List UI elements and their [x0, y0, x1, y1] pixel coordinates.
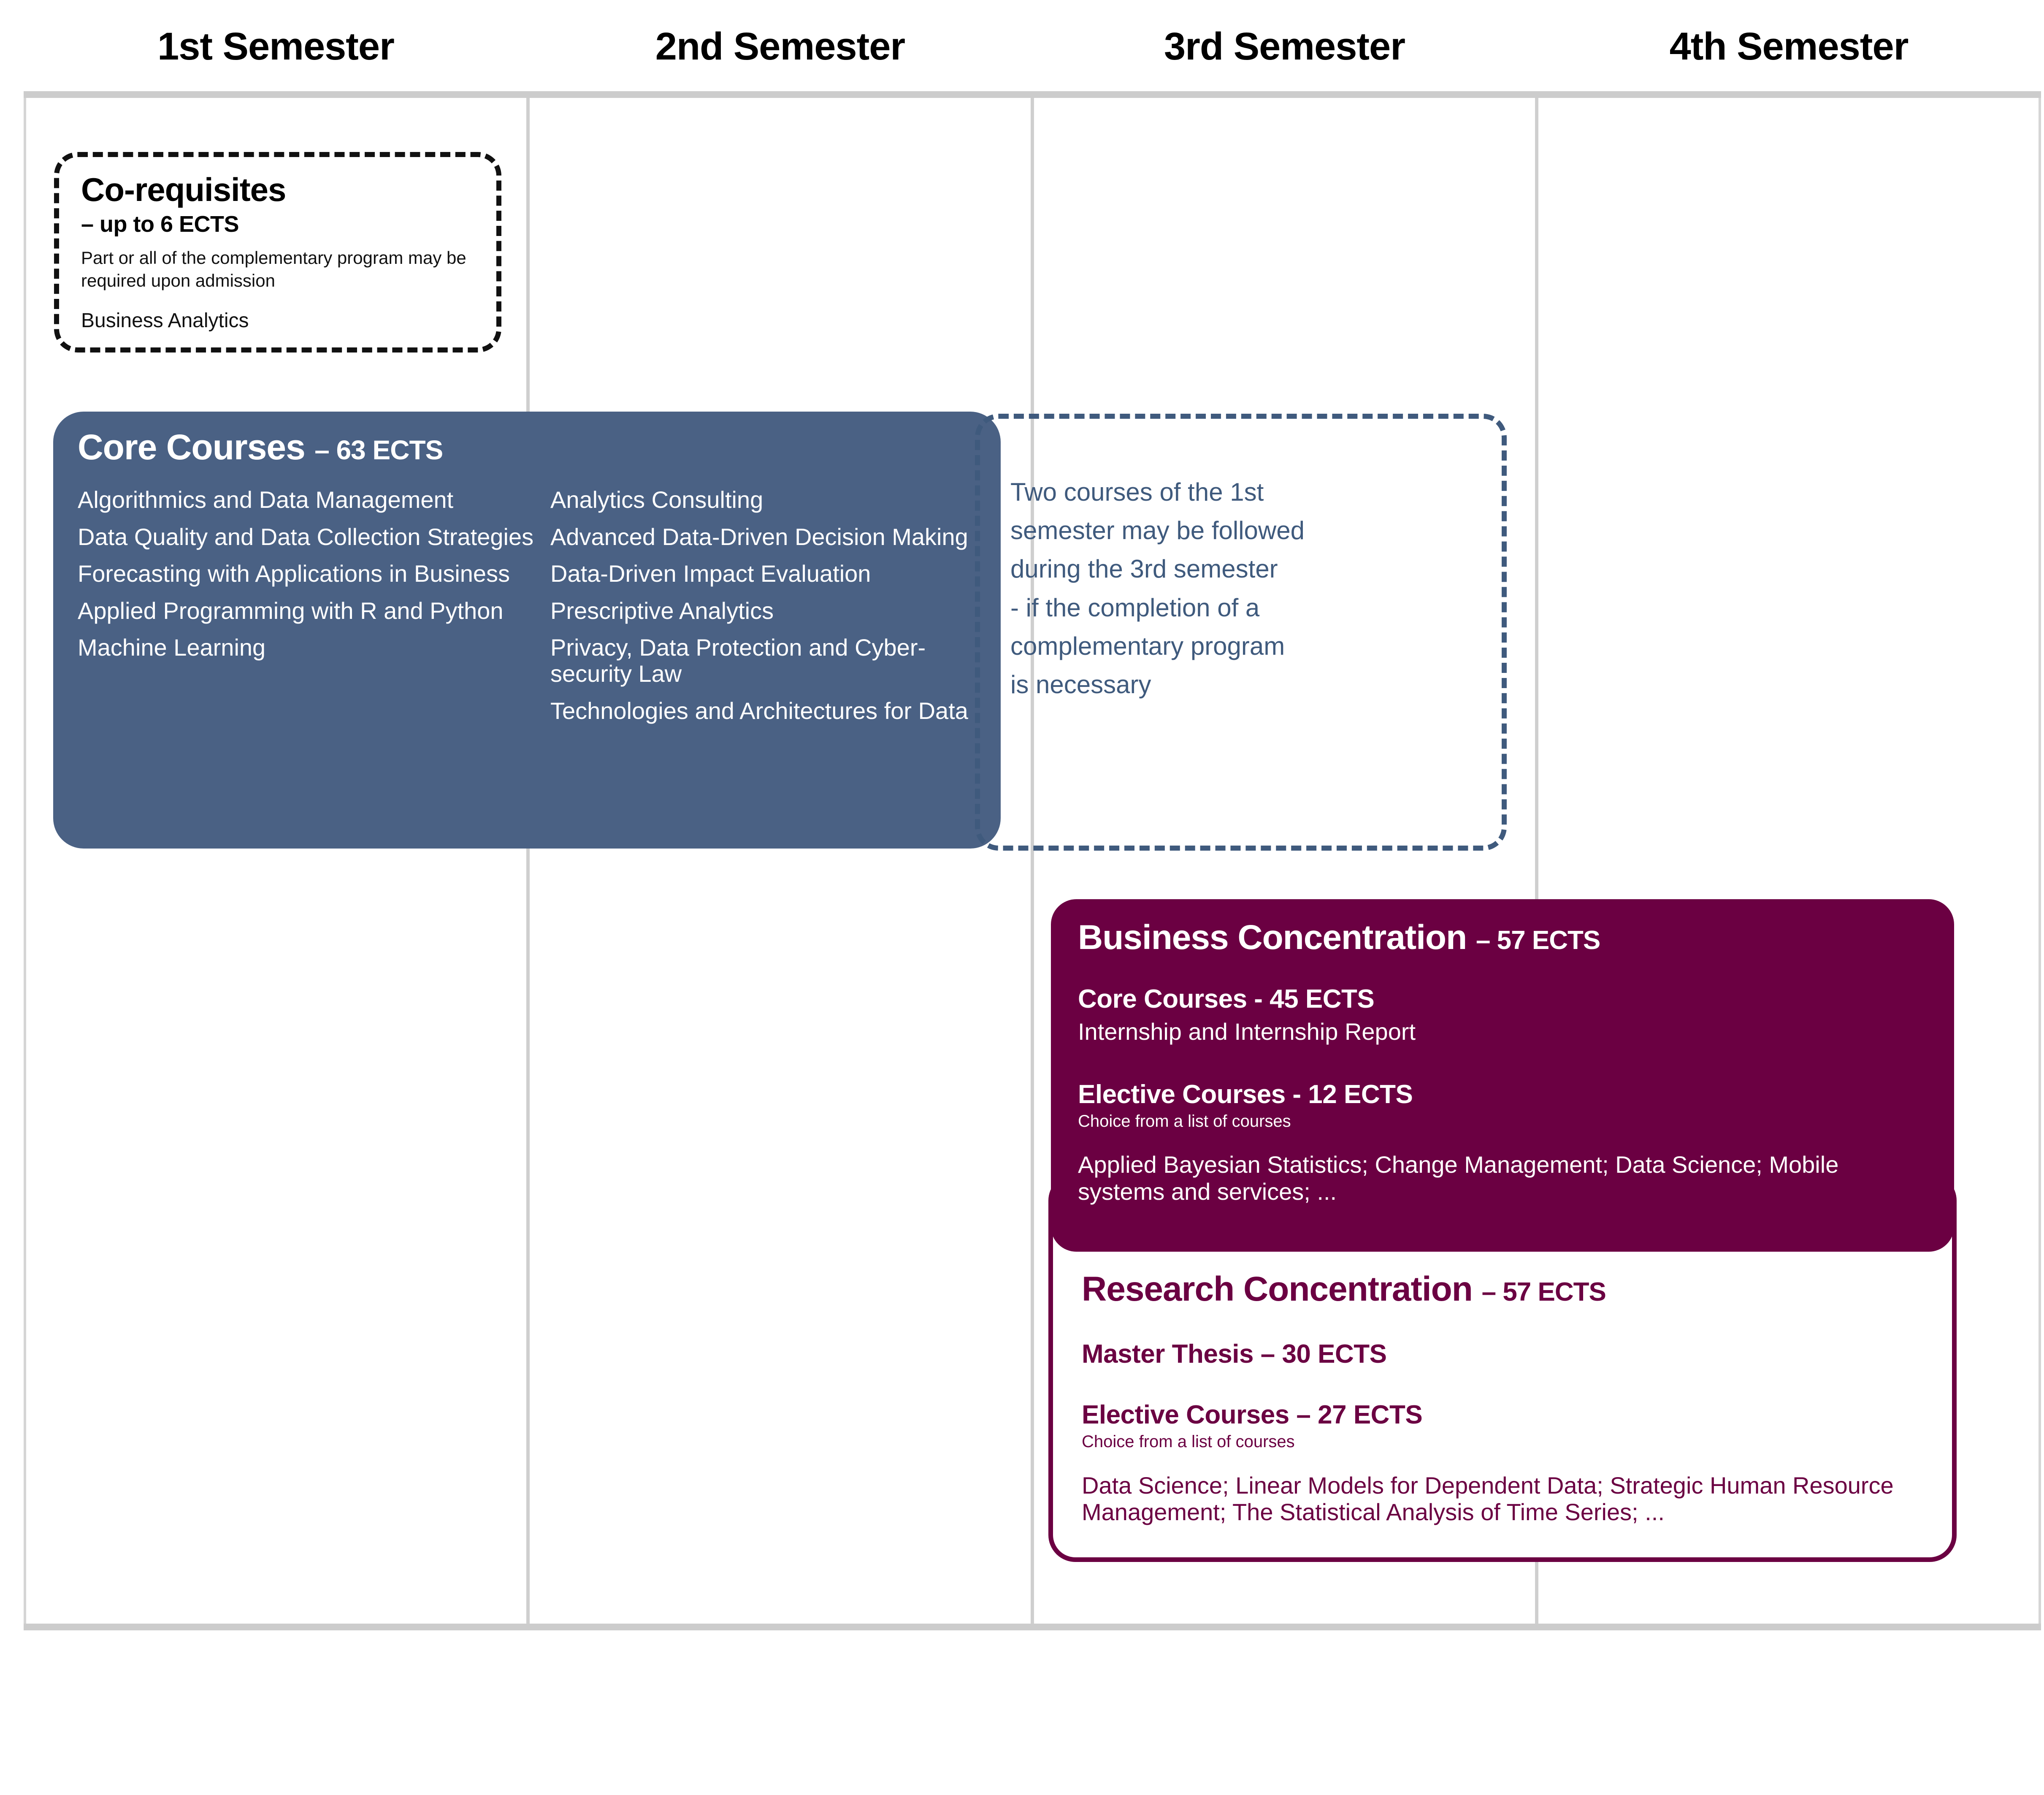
core-courses-column-left: Algorithmics and Data Management Data Qu…	[78, 487, 550, 735]
research-concentration-title-text: Research Concentration	[1082, 1270, 1473, 1308]
course-item: Privacy, Data Protection and Cyber-secur…	[550, 634, 926, 687]
course-item: Algorithmics and Data Management	[78, 486, 454, 513]
business-core-item: Internship and Internship Report	[1078, 1018, 1416, 1045]
course-item: Applied Programming with R and Python	[78, 597, 504, 624]
co-requisites-card: Co-requisites – up to 6 ECTS Part or all…	[54, 152, 501, 352]
course-item: Data-Driven Impact Evaluation	[550, 560, 871, 587]
research-elective-course-list: Data Science; Linear Models for Dependen…	[1082, 1472, 1894, 1526]
course-item: Analytics Consulting	[550, 486, 763, 513]
core-courses-title: Core Courses – 63 ECTS	[78, 429, 978, 465]
business-concentration-ects: – 57 ECTS	[1475, 926, 1600, 955]
core-courses-ects: – 63 ECTS	[314, 435, 443, 465]
grid-left-border	[24, 98, 26, 1624]
business-elective-course-list: Applied Bayesian Statistics; Change Mana…	[1078, 1151, 1839, 1205]
research-concentration-title: Research Concentration – 57 ECTS	[1082, 1272, 1926, 1307]
note-line: Two courses of the 1st	[1010, 478, 1264, 506]
course-item: Advanced Data-Driven Decision Making	[550, 523, 968, 550]
business-concentration-title-text: Business Concentration	[1078, 918, 1467, 957]
semester-header-1: 1st Semester	[157, 24, 395, 68]
course-item: Technologies and Architectures for Data	[550, 697, 968, 724]
research-concentration-ects: – 57 ECTS	[1481, 1277, 1606, 1307]
business-concentration-card: Business Concentration – 57 ECTS Core Co…	[1051, 899, 1954, 1252]
course-item: Prescriptive Analytics	[550, 597, 774, 624]
note-line: semester may be followed	[1010, 516, 1305, 545]
co-requisites-note: Part or all of the complementary program…	[81, 248, 466, 290]
note-line: is necessary	[1010, 670, 1151, 699]
course-item: Forecasting with Applications in Busines…	[78, 560, 510, 587]
semester-header-4: 4th Semester	[1669, 24, 1909, 68]
business-concentration-title: Business Concentration – 57 ECTS	[1078, 920, 1929, 955]
third-semester-note-box: Two courses of the 1st semester may be f…	[975, 414, 1507, 851]
column-divider-3	[1535, 98, 1538, 1624]
master-thesis-heading: Master Thesis – 30 ECTS	[1082, 1339, 1387, 1369]
note-line: during the 3rd semester	[1010, 555, 1278, 583]
column-divider-1	[526, 98, 530, 1624]
note-line: complementary program	[1010, 632, 1285, 660]
semester-header-2: 2nd Semester	[655, 24, 905, 68]
course-item: Machine Learning	[78, 634, 266, 661]
business-elective-heading: Elective Courses - 12 ECTS	[1078, 1079, 1413, 1109]
grid-top-border	[24, 91, 2041, 98]
research-elective-heading: Elective Courses – 27 ECTS	[1082, 1400, 1423, 1429]
co-requisites-title: Co-requisites	[81, 171, 286, 208]
core-courses-columns: Algorithmics and Data Management Data Qu…	[78, 487, 978, 735]
note-line: - if the completion of a	[1010, 593, 1260, 622]
core-courses-card: Core Courses – 63 ECTS Algorithmics and …	[53, 412, 1001, 849]
co-requisites-course-item: Business Analytics	[81, 309, 249, 332]
semester-header-3: 3rd Semester	[1164, 24, 1405, 68]
business-core-heading: Core Courses - 45 ECTS	[1078, 984, 1375, 1014]
co-requisites-ects: – up to 6 ECTS	[81, 211, 239, 237]
business-elective-subtitle: Choice from a list of courses	[1078, 1112, 1291, 1131]
core-courses-column-right: Analytics Consulting Advanced Data-Drive…	[550, 487, 977, 735]
grid-right-border	[2039, 98, 2041, 1624]
core-courses-title-text: Core Courses	[78, 427, 306, 467]
column-divider-2	[1031, 98, 1034, 1624]
grid-bottom-border	[24, 1624, 2041, 1630]
course-item: Data Quality and Data Collection Strateg…	[78, 523, 534, 550]
research-elective-subtitle: Choice from a list of courses	[1082, 1432, 1295, 1451]
